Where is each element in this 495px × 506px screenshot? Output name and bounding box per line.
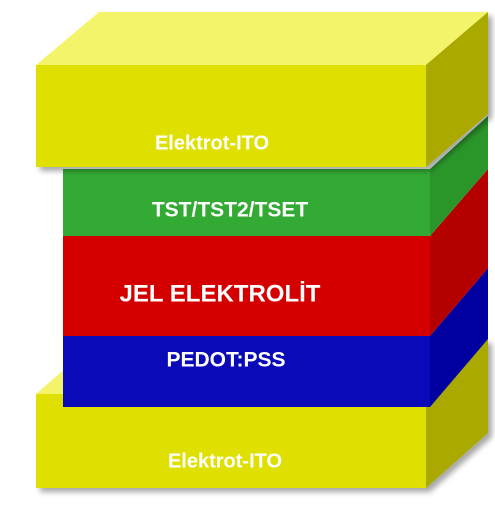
polymer-front-face	[63, 169, 430, 236]
bottom-electrode-side-face	[426, 339, 488, 488]
pedot-pss-label: PEDOT:PSS	[166, 349, 285, 372]
top-electrode-top-face	[36, 12, 488, 65]
gel-electrolyte-layer	[63, 169, 488, 336]
bottom-electrode-label: Elektrot-ITO	[168, 450, 282, 472]
bottom-electrode-front-face	[36, 394, 426, 488]
polymer-label: TST/TST2/TSET	[152, 199, 309, 222]
top-electrode-front-face	[36, 65, 426, 167]
top-electrode-side-face	[426, 12, 488, 167]
pedot-pss-layer	[63, 268, 488, 407]
pedot-pss-side-face	[430, 268, 488, 407]
top-electrode-label: Elektrot-ITO	[155, 132, 269, 154]
pedot-pss-front-face	[63, 336, 430, 407]
polymer-layer	[63, 116, 488, 236]
gel-electrolyte-side-face	[430, 169, 488, 336]
polymer-side-face	[430, 116, 488, 236]
gel-electrolyte-front-face	[63, 236, 430, 336]
gel-electrolyte-label: JEL ELEKTROLİT	[120, 280, 321, 307]
top-electrode-layer	[36, 12, 488, 167]
